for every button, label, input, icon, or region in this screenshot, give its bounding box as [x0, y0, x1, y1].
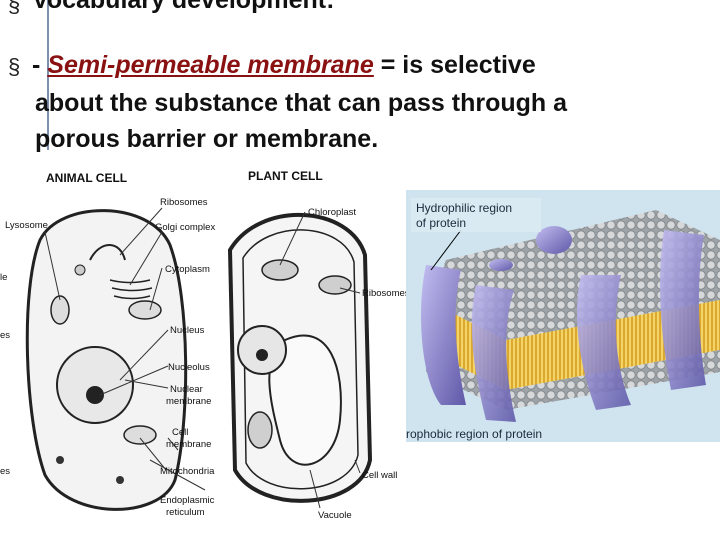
label-nuclear-2: membrane — [166, 396, 211, 407]
cell-diagram: ANIMAL CELL PLANT CELL — [0, 169, 410, 521]
label-hydrophilic-1: Hydrophilic region — [416, 201, 512, 215]
definition-line-2: about the substance that can pass throug… — [35, 89, 568, 117]
label-er-1: Endoplasmic — [160, 495, 215, 506]
bullet-marker: § — [8, 54, 21, 79]
label-cut-le: le — [0, 272, 7, 283]
label-nucleus: Nucleus — [170, 325, 205, 336]
label-golgi: Golgi complex — [155, 222, 215, 233]
bullet-marker: § — [8, 0, 21, 17]
label-cell-membrane-2: membrane — [166, 439, 211, 450]
animal-cell-title: ANIMAL CELL — [46, 171, 127, 185]
label-cell-membrane-1: Cell — [172, 427, 188, 438]
plant-cell-title: PLANT CELL — [248, 169, 323, 183]
label-nuclear-1: Nuclear — [170, 384, 203, 395]
label-plant-ribosomes: Ribosomes — [362, 288, 410, 299]
definition-line: - Semi-permeable membrane = is selective — [32, 51, 536, 80]
label-cut-es-2: es — [0, 466, 10, 477]
animal-cell-drawing — [25, 209, 188, 511]
label-vacuole: Vacuole — [318, 510, 352, 521]
slide-left-rule — [47, 0, 49, 150]
definition-text: = is selective — [373, 51, 536, 79]
membrane-illustration: Hydrophilic region of protein rophobic r… — [406, 190, 720, 442]
label-chloroplast: Chloroplast — [308, 207, 356, 218]
label-cell-wall: Cell wall — [362, 470, 397, 481]
label-hydrophilic-2: of protein — [416, 216, 466, 230]
vocab-heading: Vocabulary development: — [32, 0, 335, 14]
dash: - — [32, 51, 48, 79]
label-lysosome: Lysosome — [5, 220, 48, 231]
label-ribosomes: Ribosomes — [160, 197, 208, 208]
label-hydrophobic: rophobic region of protein — [406, 427, 542, 441]
term-semi-permeable: Semi-permeable membrane — [47, 51, 374, 79]
label-cytoplasm: Cytoplasm — [165, 264, 210, 275]
label-cut-es: es — [0, 330, 10, 341]
label-mitochondria: Mitochondria — [160, 466, 215, 477]
plant-cell-drawing — [227, 212, 373, 503]
label-nucleolus: Nucleolus — [168, 362, 210, 373]
definition-line-3: porous barrier or membrane. — [35, 125, 379, 153]
label-er-2: reticulum — [166, 507, 205, 518]
